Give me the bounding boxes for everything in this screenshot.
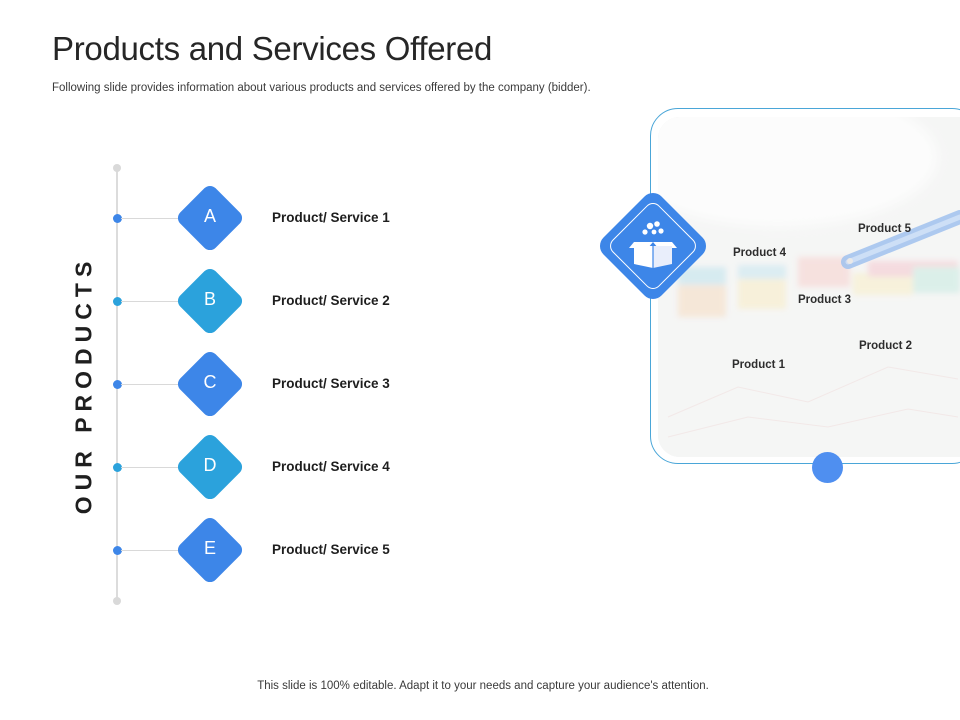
product-chart-photo: Product 5 Product 4 Product 3 Product 2 … (658, 117, 960, 457)
item-letter: E (180, 538, 240, 559)
connector-line (121, 550, 181, 551)
item-label: Product/ Service 1 (272, 210, 390, 225)
item-label: Product/ Service 3 (272, 376, 390, 391)
connector-line (121, 301, 181, 302)
item-letter: A (180, 206, 240, 227)
photo-illustration (658, 117, 960, 457)
item-label: Product/ Service 4 (272, 459, 390, 474)
item-letter: C (180, 372, 240, 393)
product-5-label: Product 5 (858, 223, 911, 235)
item-letter: D (180, 455, 240, 476)
item-label: Product/ Service 5 (272, 542, 390, 557)
footer-note: This slide is 100% editable. Adapt it to… (0, 680, 960, 692)
product-3-label: Product 3 (798, 294, 851, 306)
item-label: Product/ Service 2 (272, 293, 390, 308)
timeline-bottom-cap (113, 597, 121, 605)
frame-accent-dot (812, 452, 843, 483)
product-4-label: Product 4 (733, 247, 786, 259)
product-1-label: Product 1 (732, 359, 785, 371)
gift-box-icon (628, 218, 678, 272)
timeline-top-cap (113, 164, 121, 172)
connector-line (121, 218, 181, 219)
product-2-label: Product 2 (859, 340, 912, 352)
connector-line (121, 384, 181, 385)
item-letter: B (180, 289, 240, 310)
page-subtitle: Following slide provides information abo… (52, 82, 591, 94)
connector-line (121, 467, 181, 468)
our-products-label: OUR PRODUCTS (71, 256, 98, 515)
page-title: Products and Services Offered (52, 30, 492, 68)
